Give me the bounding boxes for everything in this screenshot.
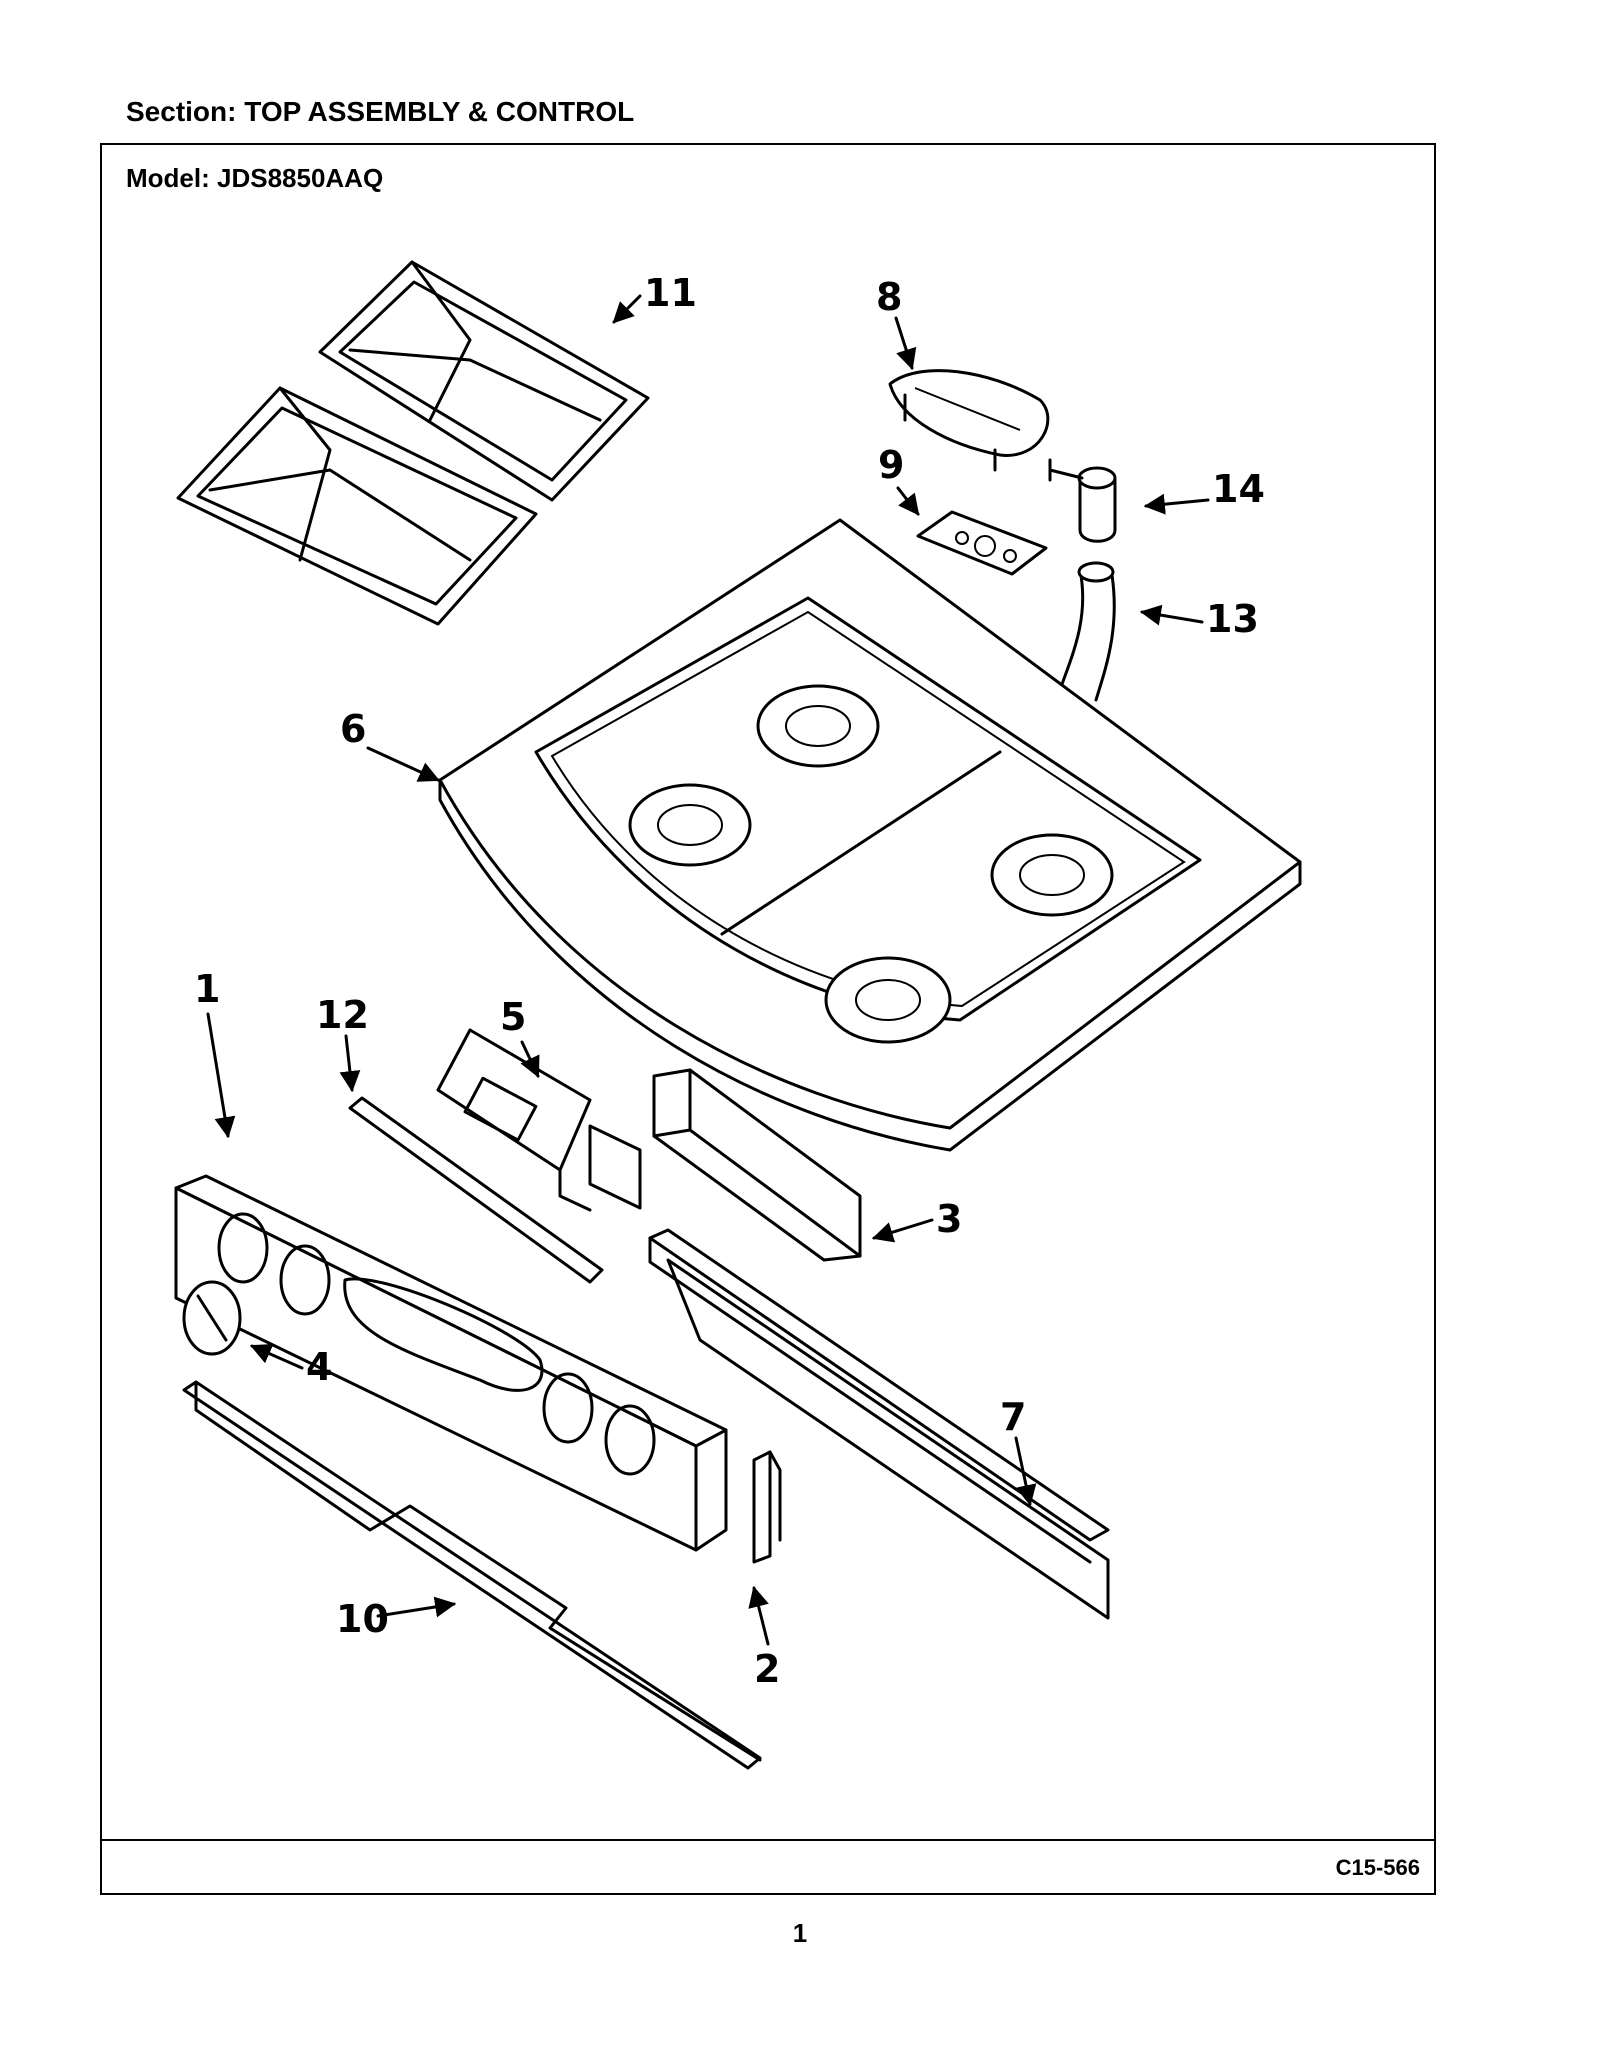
callout-7: 7 (1000, 1395, 1026, 1439)
callout-10: 10 (336, 1597, 389, 1641)
nameplate-part (888, 369, 1050, 472)
housing-part (652, 1068, 862, 1262)
callout-3: 3 (936, 1197, 962, 1241)
leader-arrows (206, 294, 1210, 1646)
diagram-frame: Model: JDS8850AAQ C15-566 (100, 143, 1436, 1895)
diagram-code: C15-566 (1335, 1855, 1420, 1880)
callout-14: 14 (1212, 467, 1265, 511)
page-number: 1 (792, 1918, 808, 1948)
footer-divider (102, 1839, 1434, 1841)
tube-part (1058, 561, 1116, 702)
section-title: Section: TOP ASSEMBLY & CONTROL (126, 96, 635, 127)
callout-8: 8 (876, 275, 902, 319)
callout-2: 2 (754, 1647, 780, 1691)
callout-9: 9 (878, 443, 904, 487)
callout-1: 1 (194, 967, 220, 1011)
front-trim-part (182, 1380, 762, 1770)
clock-module-part (436, 1028, 642, 1212)
cooktop-part (438, 518, 1302, 1152)
bracket-part (752, 1450, 782, 1564)
callout-5: 5 (500, 995, 526, 1039)
plate-part (916, 510, 1048, 576)
exploded-parts-diagram: 1 2 3 4 5 6 7 8 9 10 11 12 13 14 (174, 260, 1302, 1770)
control-panel-part (174, 1174, 728, 1552)
callout-6: 6 (340, 707, 366, 751)
knob-part (182, 1280, 242, 1356)
callout-12: 12 (316, 993, 369, 1037)
burner-grates-part (176, 260, 650, 626)
callout-4: 4 (306, 1345, 332, 1389)
trim-strip-part (348, 1096, 604, 1284)
callout-13: 13 (1206, 597, 1259, 641)
rear-rail-part (648, 1228, 1110, 1620)
model-title: Model: JDS8850AAQ (126, 163, 384, 193)
callout-11: 11 (644, 271, 697, 315)
valve-part (1048, 458, 1117, 543)
